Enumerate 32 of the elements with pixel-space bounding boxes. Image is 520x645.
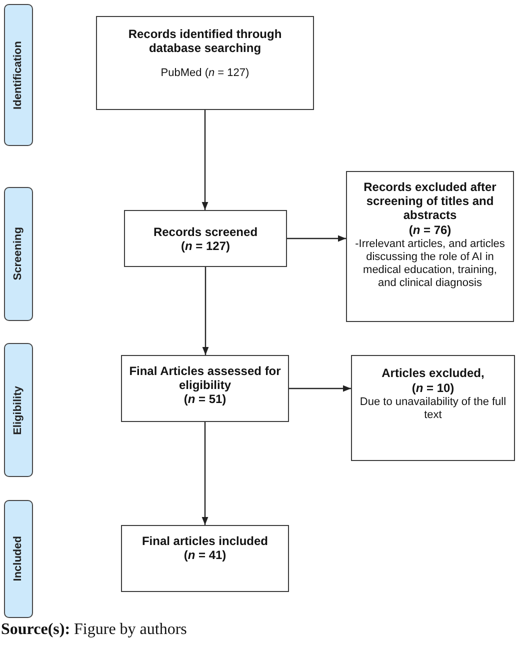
phase-label: Included <box>12 536 25 582</box>
record-count: (n = 10) <box>412 381 454 395</box>
record-count: (n = 76) <box>408 223 452 237</box>
phase-label: Eligibility <box>12 386 25 434</box>
box-heading: Final articles included <box>142 534 268 548</box>
phase-band <box>4 343 33 477</box>
record-count: (n = 51) <box>184 392 226 406</box>
box-heading: Articles excluded, <box>382 366 484 380</box>
box-note: Due to unavailability of the full text <box>358 396 508 422</box>
record-count: (n = 41) <box>184 548 226 562</box>
box-heading: Records identified through database searching <box>127 27 283 55</box>
phase-label: Identification <box>12 40 25 110</box>
arrow <box>287 235 346 242</box>
process-box <box>121 355 289 422</box>
phase-band <box>4 4 33 146</box>
box-note: -Irrelevant articles, and articles discussing the role of AI in medical education, training, and clinical diagnosis <box>354 238 506 290</box>
process-box <box>124 210 287 267</box>
source-note: Source(s): Figure by authors <box>1 621 187 639</box>
arrow <box>202 110 208 210</box>
box-heading: Records screened <box>153 224 258 238</box>
process-box <box>121 525 289 592</box>
record-count: (n = 127) <box>180 238 230 252</box>
process-box <box>351 355 515 461</box>
box-note: PubMed (n = 127) <box>160 67 250 80</box>
arrow <box>202 267 209 355</box>
phase-band <box>4 500 33 618</box>
phase-band <box>4 187 33 321</box>
process-box <box>346 171 514 322</box>
arrow <box>289 385 351 392</box>
process-box <box>96 16 314 110</box>
arrow <box>202 422 208 525</box>
phase-label: Screening <box>12 227 25 281</box>
